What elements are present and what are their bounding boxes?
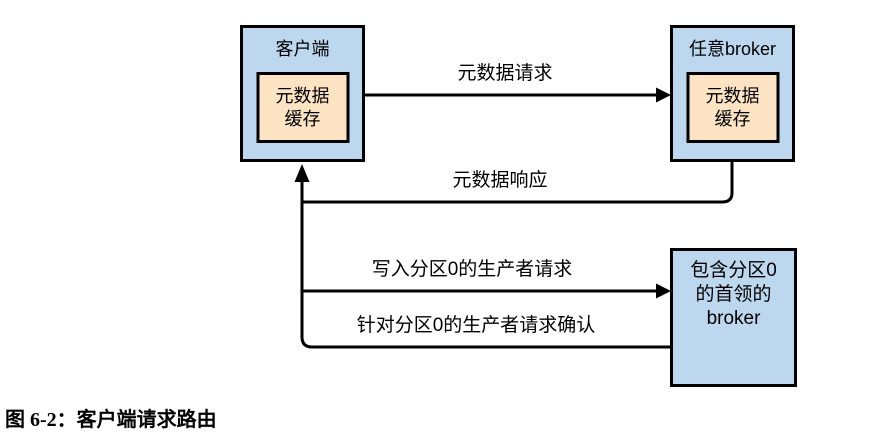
leader-broker-line2: 的首领的 xyxy=(695,284,772,305)
produce-ack-label: 针对分区0的生产者请求确认 xyxy=(356,315,596,337)
any-broker-title: 任意broker xyxy=(688,39,777,59)
client-metadata-cache: 元数据 缓存 xyxy=(256,72,349,143)
node-any-broker: 任意broker 元数据 缓存 xyxy=(670,25,795,162)
figure-caption-title: 客户端请求路由 xyxy=(76,409,217,431)
any-broker-cache-line1: 元数据 xyxy=(705,85,760,106)
client-cache-line1: 元数据 xyxy=(275,85,330,106)
client-title: 客户端 xyxy=(275,39,330,59)
leader-broker-title: 包含分区0 的首领的 broker xyxy=(673,259,794,331)
produce-request-label: 写入分区0的生产者请求 xyxy=(371,259,573,281)
metadata-response-label: 元数据响应 xyxy=(452,170,548,192)
any-broker-metadata-cache: 元数据 缓存 xyxy=(686,72,779,143)
produce-request-arrowhead xyxy=(656,283,671,299)
metadata-request-arrowhead xyxy=(656,87,671,103)
figure-caption: 图 6-2：客户端请求路由 xyxy=(5,403,217,432)
any-broker-cache-line2: 缓存 xyxy=(714,108,751,129)
leader-broker-line1: 包含分区0 xyxy=(690,260,777,281)
leader-broker-line3: broker xyxy=(706,308,761,329)
figure-caption-number: 图 6-2： xyxy=(5,409,77,431)
metadata-response-arrowhead xyxy=(294,164,310,182)
client-cache-line2: 缓存 xyxy=(284,108,321,129)
metadata-request-label: 元数据请求 xyxy=(457,63,553,85)
node-leader-broker: 包含分区0 的首领的 broker xyxy=(670,248,797,387)
node-client: 客户端 元数据 缓存 xyxy=(240,25,365,162)
